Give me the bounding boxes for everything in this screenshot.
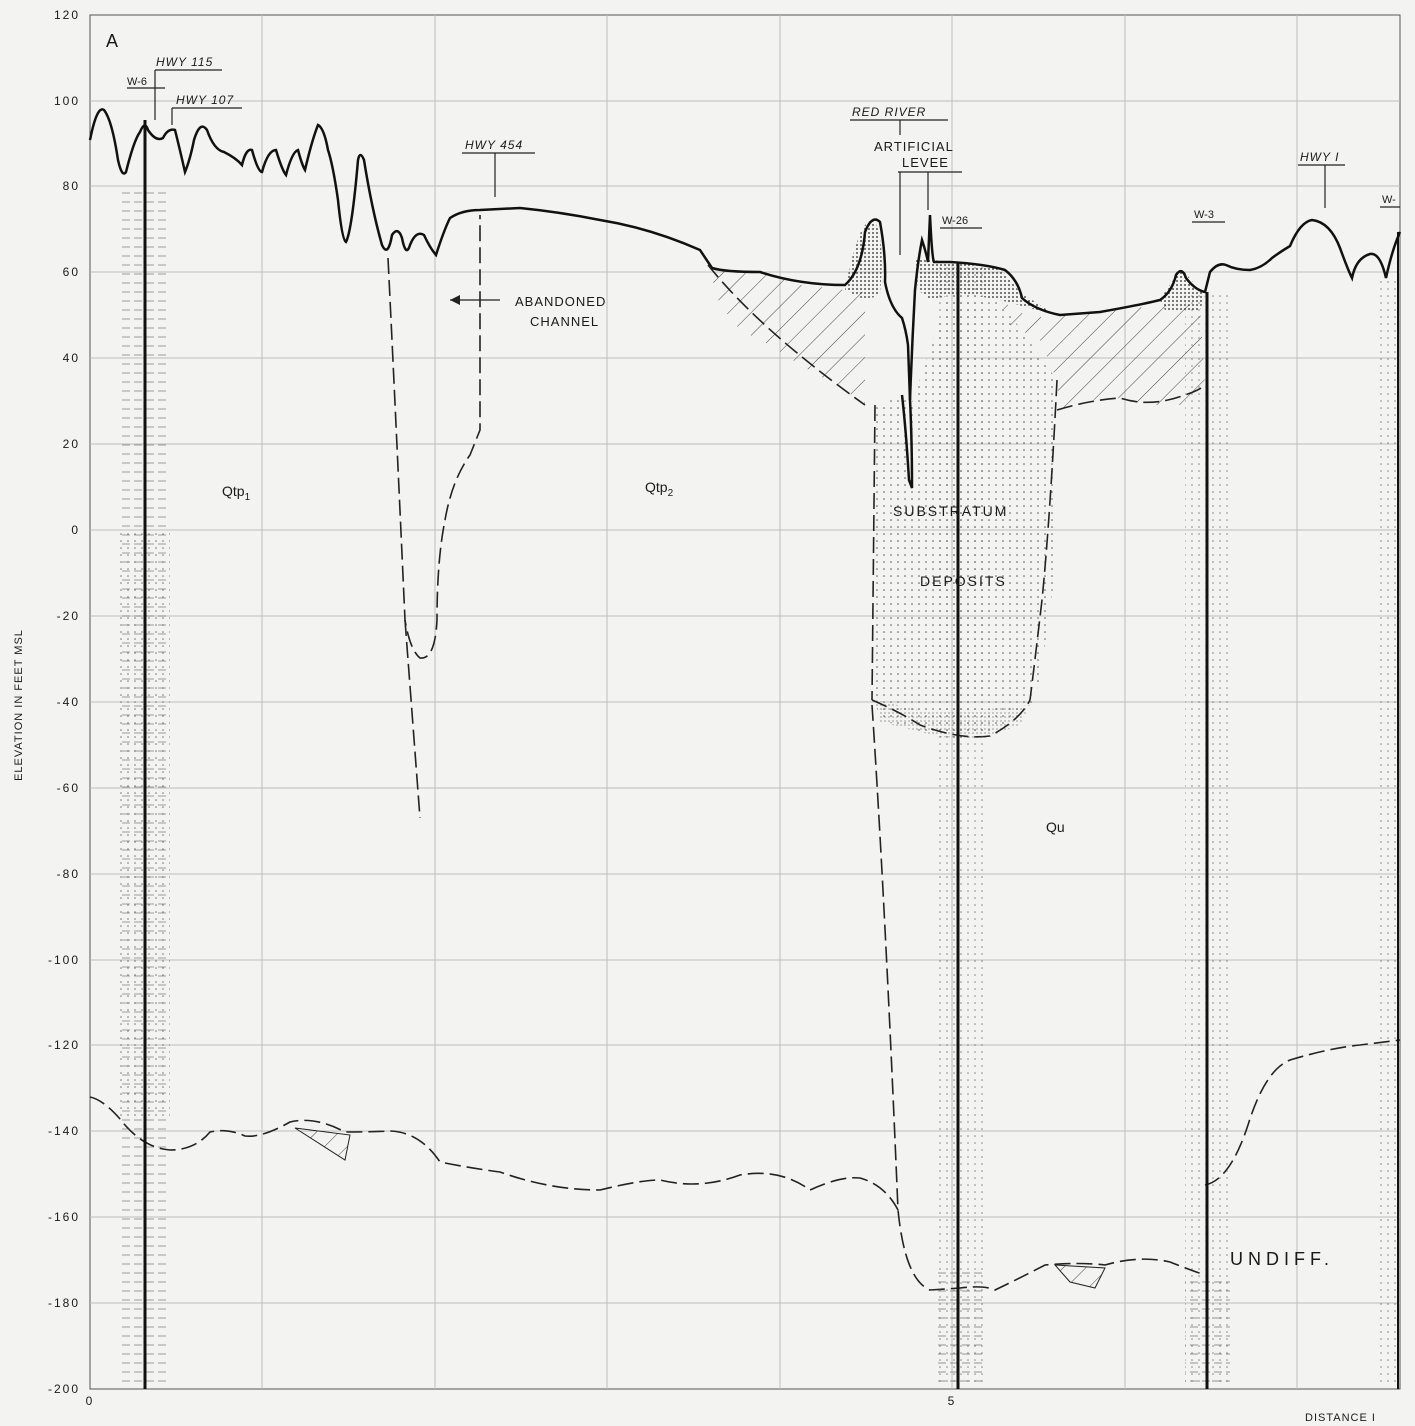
label-hwy115: HWY 115	[156, 55, 213, 69]
y-tick: 40	[63, 351, 80, 365]
unit-qtp1-text: Qtp	[222, 483, 245, 499]
panel-letter: A	[106, 31, 118, 51]
label-hwy1: HWY I	[1300, 150, 1339, 164]
y-tick: -140	[48, 1124, 80, 1138]
backswamp-base-left	[707, 264, 866, 406]
y-tick: -80	[57, 867, 80, 881]
x-axis-title: DISTANCE I	[1305, 1412, 1376, 1424]
label-hwy107: HWY 107	[176, 93, 234, 107]
deep-channel-contact	[871, 704, 1206, 1291]
boreholes	[120, 120, 1400, 1389]
substratum-right-contact	[1029, 379, 1058, 701]
unit-undiff: UNDIFF.	[1230, 1249, 1334, 1269]
abandoned-channel-tail	[404, 619, 421, 819]
y-tick: 100	[54, 94, 80, 108]
borehole-edge-column	[1375, 280, 1400, 1385]
y-axis-title: ELEVATION IN FEET MSL	[13, 629, 25, 781]
borehole-w26-clay	[935, 1270, 985, 1387]
label-w3: W-3	[1194, 209, 1214, 221]
label-channel: CHANNEL	[530, 314, 599, 329]
abandoned-channel-arrowhead	[450, 295, 460, 305]
x-tick: 5	[948, 1394, 957, 1408]
base-rise-contact	[1204, 1039, 1401, 1186]
substratum-left-contact	[871, 404, 876, 701]
unit-qtp2-text: Qtp	[645, 479, 668, 495]
label-leaders	[127, 69, 1400, 255]
red-river-channel	[900, 214, 1402, 489]
abandoned-channel-outline	[387, 215, 481, 659]
y-tick: -160	[48, 1210, 80, 1224]
y-tick: -180	[48, 1296, 80, 1310]
label-hwy454: HWY 454	[465, 138, 523, 152]
unit-qu: Qu	[1046, 819, 1065, 835]
y-tick: 60	[63, 265, 80, 279]
hatched-clay-left	[708, 265, 865, 405]
borehole-w26-column	[935, 262, 985, 1387]
bedrock-markers	[294, 1127, 1106, 1289]
label-abandoned: ABANDONED	[515, 294, 606, 309]
y-tick: -20	[57, 609, 80, 623]
hatched-clay-right	[1000, 300, 1205, 410]
label-levee: LEVEE	[902, 155, 949, 170]
bedrock-marker-right	[1053, 1264, 1106, 1289]
ground-surface	[88, 108, 912, 401]
x-tick: 0	[86, 1394, 95, 1408]
y-tick: 80	[63, 179, 80, 193]
y-tick: 0	[71, 523, 80, 537]
unit-qtp2-subscript: 2	[668, 488, 674, 499]
label-w-edge: W-	[1382, 194, 1396, 206]
pleistocene-base-contact	[89, 1096, 899, 1211]
unit-substratum: SUBSTRATUM	[893, 503, 1008, 519]
label-w26: W-26	[942, 215, 968, 227]
unit-qtp1-subscript: 1	[245, 492, 251, 503]
unit-qtp1: Qtp1	[222, 483, 251, 503]
unit-deposits: DEPOSITS	[920, 573, 1007, 589]
unit-qtp2: Qtp2	[645, 479, 674, 499]
y-tick: -100	[48, 953, 80, 967]
levee-deposit-left	[845, 220, 882, 300]
y-tick: -60	[57, 781, 80, 795]
label-artificial: ARTIFICIAL	[874, 139, 954, 154]
y-tick-labels: 120 100 80 60 40 20 0 -20 -40 -60 -80 -1…	[48, 8, 80, 1396]
label-red-river: RED RIVER	[852, 105, 926, 119]
y-tick: 120	[54, 8, 80, 22]
y-tick: 20	[63, 437, 80, 451]
y-tick: -40	[57, 695, 80, 709]
label-w6: W-6	[127, 76, 147, 88]
y-tick: -120	[48, 1038, 80, 1052]
y-tick: -200	[48, 1382, 80, 1396]
bedrock-marker-left	[294, 1127, 351, 1161]
